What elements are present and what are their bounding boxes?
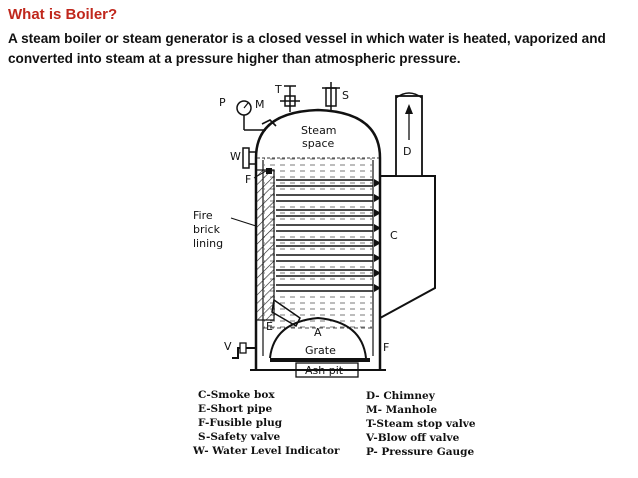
legend-item: C-Smoke box [198,389,275,401]
label-lining: lining [193,237,223,250]
chimney-flow-arrow [405,104,413,114]
fire-brick-lining [255,169,275,321]
legend-item: E-Short pipe [198,403,272,415]
safety-valve [322,82,340,110]
legend-item: D- Chimney [366,390,436,402]
boiler-definition: A steam boiler or steam generator is a c… [8,31,606,66]
label-f-fusible: F [245,173,251,186]
legend-item: M- Manhole [366,404,437,416]
boiler-shell [254,108,382,370]
label-c: C [390,229,398,242]
label-s: S [342,89,349,102]
legend-item: T-Steam stop valve [366,418,476,430]
slide-title: What is Boiler? [8,6,118,23]
blow-off-valve [232,347,256,359]
label-fire: Fire [193,209,213,222]
firebox [269,316,367,359]
legend-item: W- Water Level Indicator [192,445,340,457]
label-t: T [274,83,282,96]
short-pipe [271,298,301,328]
manhole [261,119,277,127]
fire-tubes [276,179,373,292]
label-e: E [266,320,273,333]
legend-item: V-Blow off valve [365,432,460,444]
smoke-box [379,175,436,319]
label-p: P [219,96,226,109]
legend-item: S-Safety valve [198,431,281,443]
label-w: W [230,150,241,163]
legend-item: F-Fusible plug [198,417,283,429]
label-ash-pit: Ash pit [305,364,344,377]
label-m: M [255,98,265,111]
label-steam: Steam [301,124,337,137]
gas-flow-arrows [374,179,381,292]
label-f-right: F [383,341,389,354]
steam-stop-valve [280,85,300,112]
label-d: D [403,145,411,158]
water-level-indicator [242,147,256,169]
grate [270,358,370,362]
label-brick: brick [193,223,221,236]
fusible-plug [266,168,272,174]
label-a: A [314,326,322,339]
legend: C-Smoke box E-Short pipe F-Fusible plug … [192,389,476,458]
water-space [264,158,372,328]
label-v: V [224,340,232,353]
legend-item: P- Pressure Gauge [366,446,475,458]
label-space: space [302,137,335,150]
label-grate: Grate [305,344,336,357]
